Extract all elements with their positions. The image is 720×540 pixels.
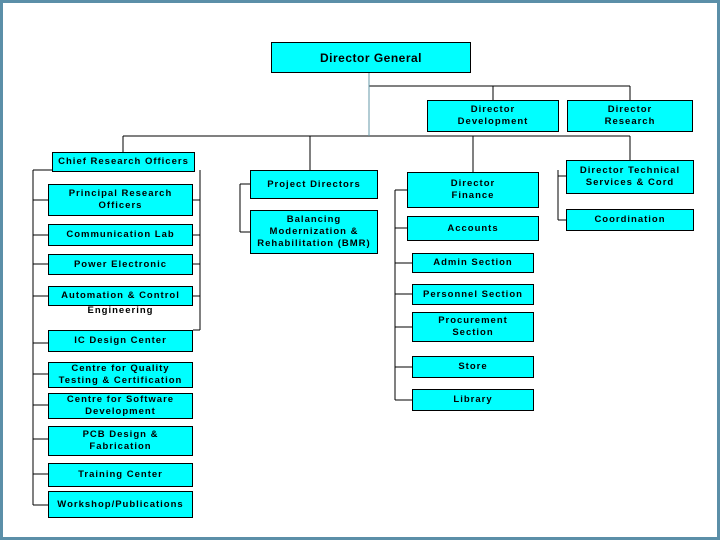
node-director-technical: Director Technical Services & Cord [566,160,694,194]
node-coordination: Coordination [566,209,694,231]
node-engineering: Engineering [87,305,154,316]
node-centre-software: Centre for Software Development [48,393,193,419]
node-store: Store [412,356,534,378]
node-principal-research-officers: Principal Research Officers [48,184,193,216]
node-director-development: Director Development [427,100,559,132]
node-pcb-design: PCB Design & Fabrication [48,426,193,456]
node-procurement-section: Procurement Section [412,312,534,342]
node-automation-control: Automation & Control [48,286,193,306]
node-chief-research-officers: Chief Research Officers [52,152,195,172]
node-centre-quality: Centre for Quality Testing & Certificati… [48,362,193,388]
node-personnel-section: Personnel Section [412,284,534,305]
node-library: Library [412,389,534,411]
node-admin-section: Admin Section [412,253,534,273]
node-power-electronic: Power Electronic [48,254,193,275]
node-bmr: Balancing Modernization & Rehabilitation… [250,210,378,254]
node-communication-lab: Communication Lab [48,224,193,246]
node-director-finance: Director Finance [407,172,539,208]
node-workshop-publications: Workshop/Publications [48,491,193,518]
node-director-general: Director General [271,42,471,73]
node-ic-design-center: IC Design Center [48,330,193,352]
node-director-research: Director Research [567,100,693,132]
node-project-directors: Project Directors [250,170,378,199]
node-training-center: Training Center [48,463,193,487]
node-accounts: Accounts [407,216,539,241]
